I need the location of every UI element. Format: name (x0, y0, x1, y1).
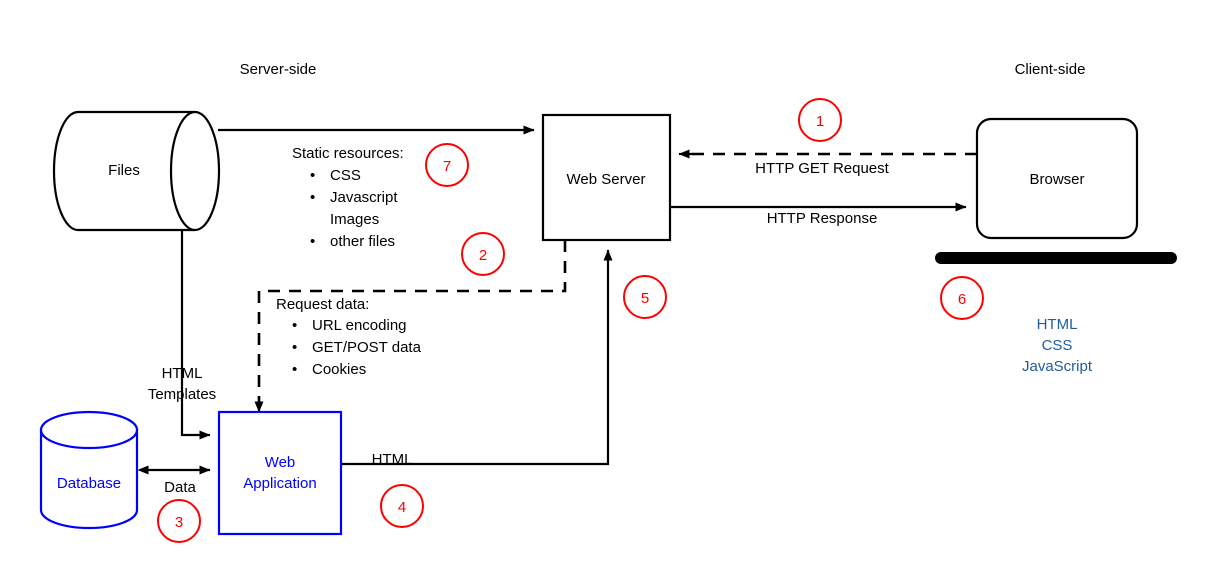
step-marker-1-number: 1 (816, 113, 824, 130)
node-web-application-label-line1: Web (265, 454, 296, 471)
static-resources-item-1: Javascript (330, 189, 398, 206)
edge-web-application-to-web-server-html (341, 249, 613, 466)
edge-label-http-response: HTTP Response (767, 210, 878, 227)
edge-label-html-templates-line2: Templates (148, 386, 216, 403)
step-marker-4[interactable]: 4 (380, 484, 424, 528)
edge-label-html: HTML (372, 451, 413, 468)
request-data-bullet-2: • (292, 361, 297, 378)
step-marker-6[interactable]: 6 (940, 276, 984, 320)
step-marker-3[interactable]: 3 (157, 499, 201, 543)
static-resources-bullet-3: • (310, 233, 315, 250)
step-marker-2-number: 2 (479, 247, 487, 264)
node-web-application[interactable]: Web Application (217, 410, 343, 536)
static-resources-item-0: CSS (330, 167, 361, 184)
node-web-server[interactable]: Web Server (541, 113, 672, 242)
static-resources-title: Static resources: (292, 145, 404, 162)
step-marker-2[interactable]: 2 (461, 232, 505, 276)
edge-web-server-to-web-application-request (257, 240, 567, 403)
node-web-application-label-line2: Application (243, 475, 316, 492)
step-marker-3-number: 3 (175, 514, 183, 531)
client-tech-stack: HTML CSS JavaScript (1022, 316, 1093, 375)
step-marker-4-number: 4 (398, 499, 406, 516)
static-resources-bullet-1: • (310, 189, 315, 206)
node-browser-label: Browser (1029, 171, 1084, 188)
step-marker-1[interactable]: 1 (798, 98, 842, 142)
static-resources-item-3: other files (330, 233, 395, 250)
annotation-request-data: Request data: • URL encoding • GET/POST … (276, 296, 422, 378)
edge-files-to-web-application (180, 230, 211, 440)
static-resources-item-2: Images (330, 211, 379, 228)
step-marker-6-number: 6 (958, 291, 966, 308)
step-marker-5[interactable]: 5 (623, 275, 667, 319)
edge-label-http-get-request: HTTP GET Request (755, 160, 889, 177)
client-tech-css: CSS (1042, 337, 1073, 354)
node-database[interactable]: Database (39, 410, 139, 530)
node-database-label: Database (57, 475, 121, 492)
request-data-item-0: URL encoding (312, 317, 407, 334)
node-files-label: Files (108, 162, 140, 179)
step-marker-7[interactable]: 7 (425, 143, 469, 187)
request-data-item-2: Cookies (312, 361, 366, 378)
laptop-base-icon (935, 252, 1177, 264)
edge-label-data: Data (164, 479, 196, 496)
header-server-side: Server-side (240, 61, 317, 78)
client-tech-html: HTML (1037, 316, 1078, 333)
node-web-server-label: Web Server (567, 171, 646, 188)
node-browser[interactable]: Browser (935, 117, 1177, 264)
step-marker-5-number: 5 (641, 290, 649, 307)
request-data-bullet-1: • (292, 339, 297, 356)
client-tech-javascript: JavaScript (1022, 358, 1093, 375)
request-data-bullet-0: • (292, 317, 297, 334)
edge-label-html-templates-line1: HTML (162, 365, 203, 382)
header-client-side: Client-side (1015, 61, 1086, 78)
request-data-item-1: GET/POST data (312, 339, 422, 356)
request-data-title: Request data: (276, 296, 369, 313)
step-marker-7-number: 7 (443, 158, 451, 175)
node-files[interactable]: Files (52, 110, 221, 232)
annotation-static-resources: Static resources: • CSS • Javascript Ima… (292, 145, 404, 250)
static-resources-bullet-0: • (310, 167, 315, 184)
